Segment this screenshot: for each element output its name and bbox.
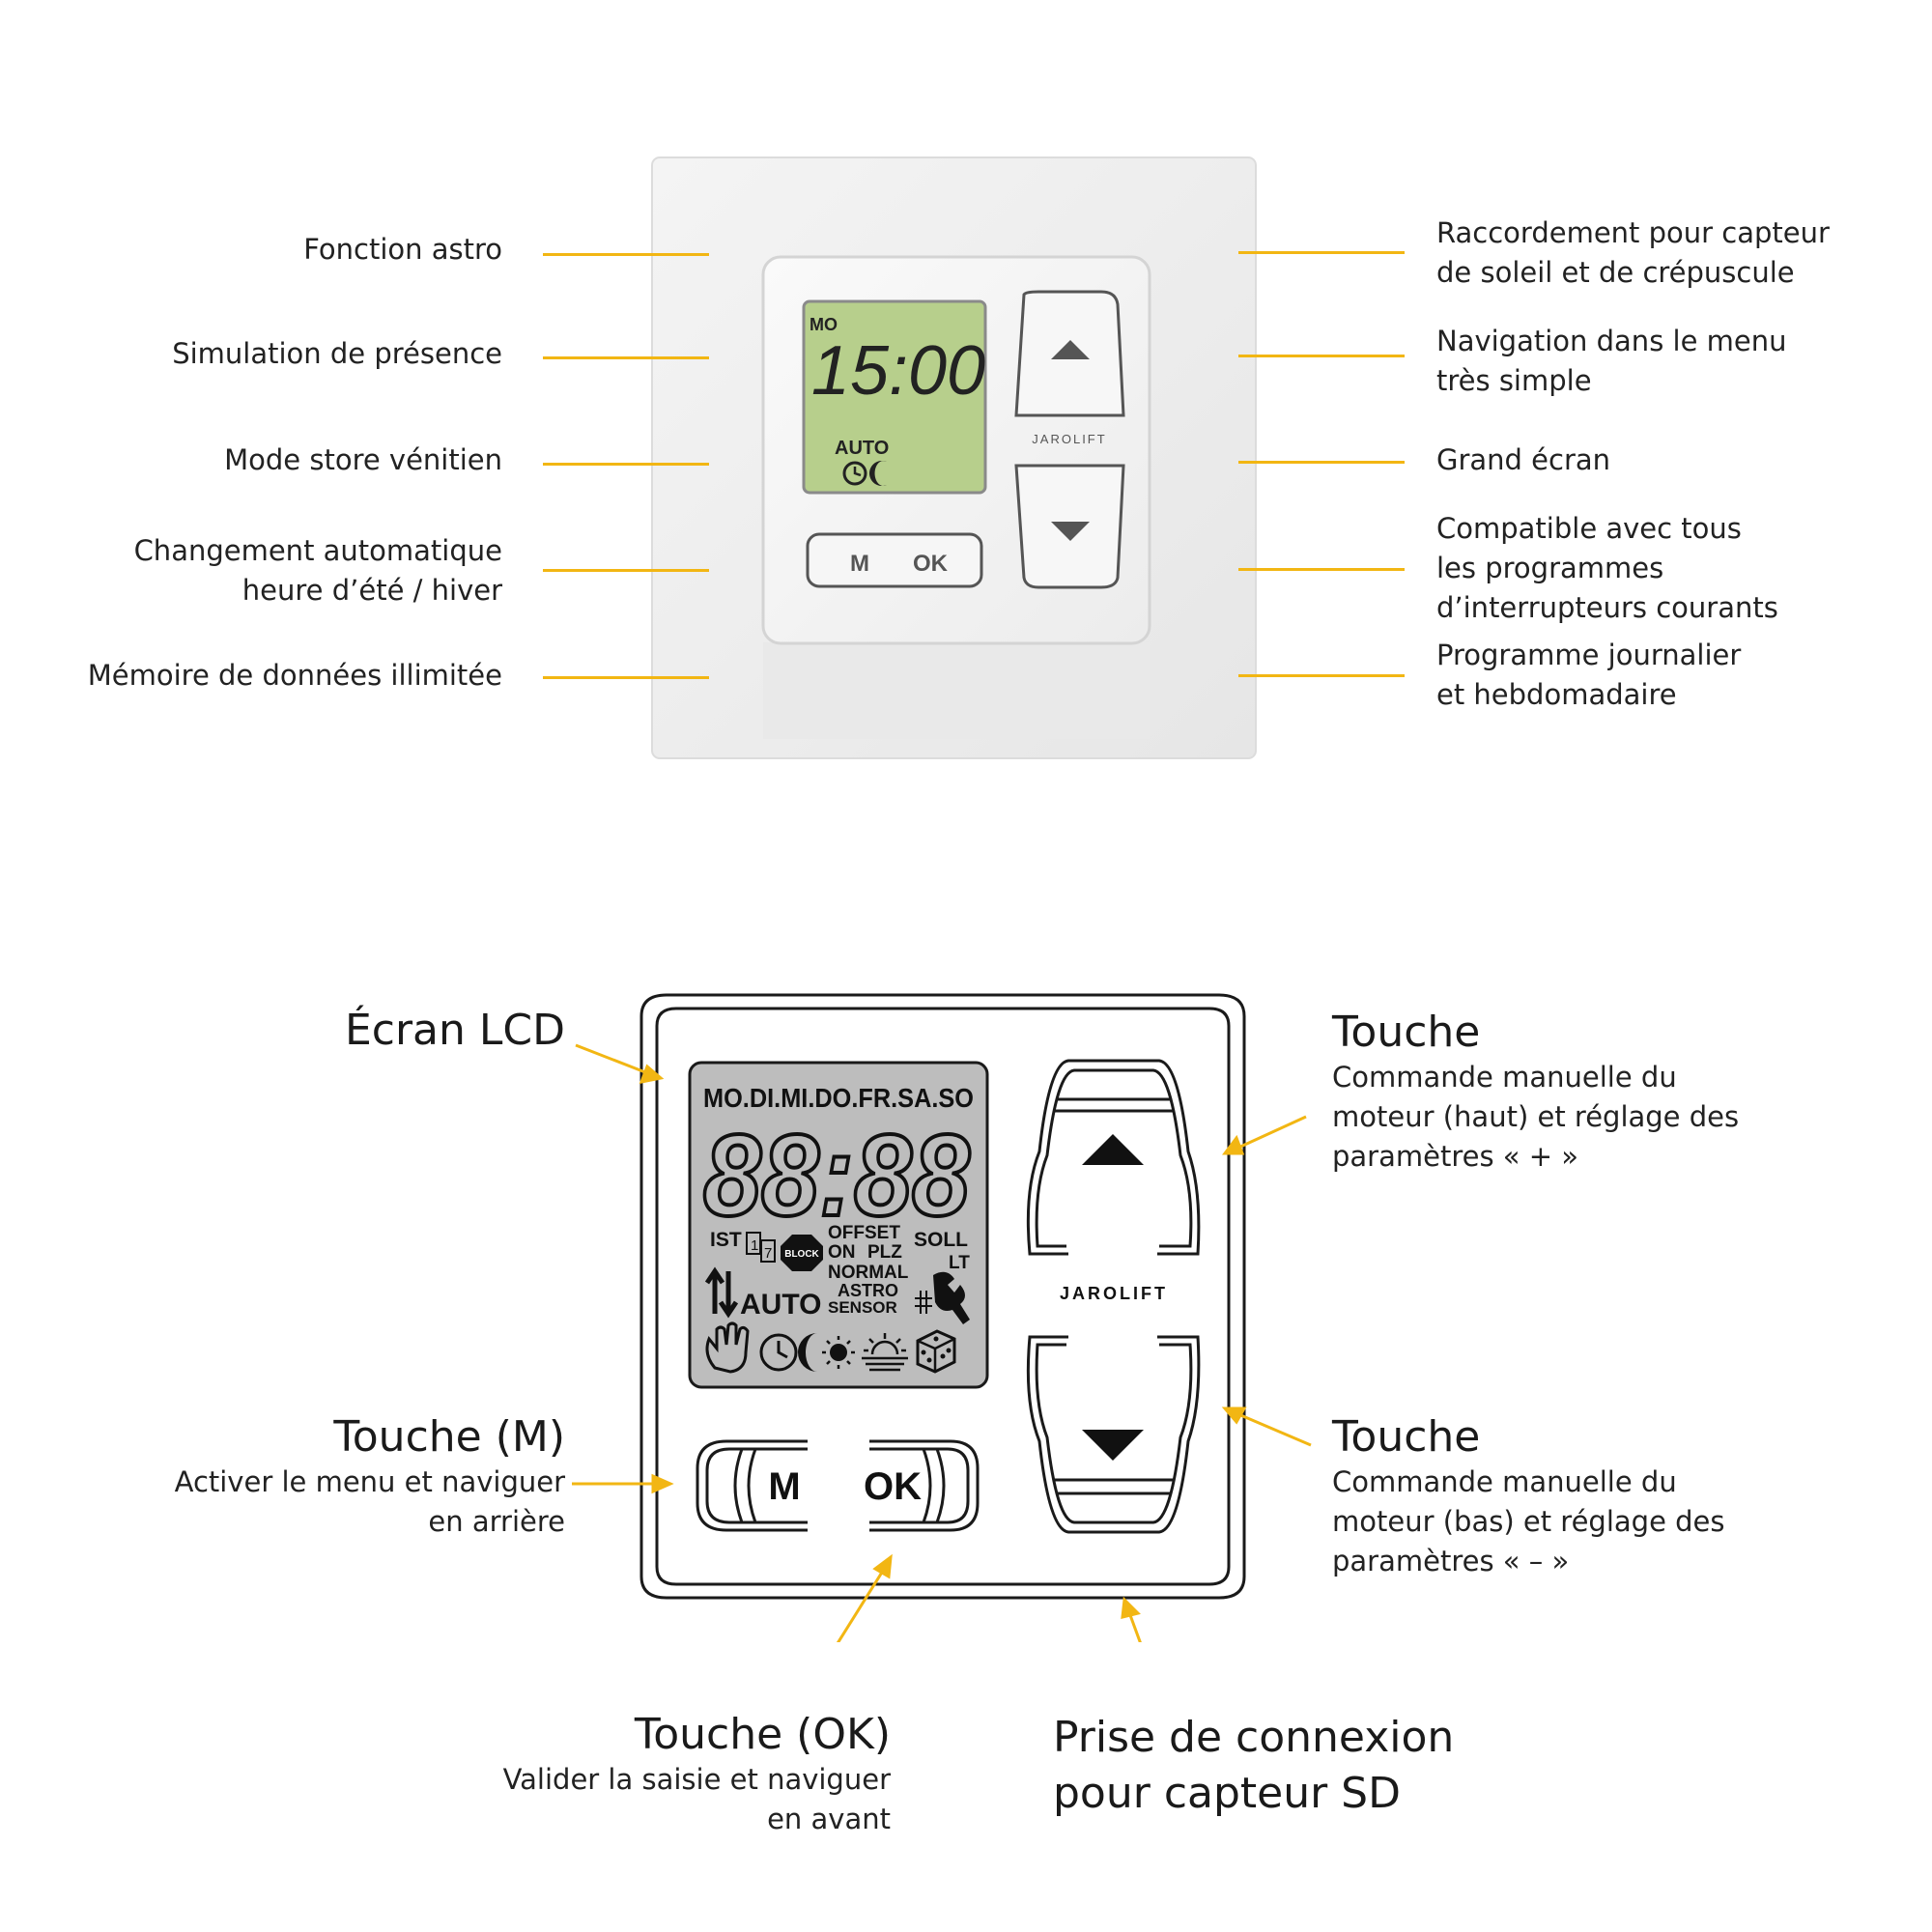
callout-arrows bbox=[572, 1043, 1312, 1642]
diagram-ok-button[interactable]: OK bbox=[864, 1439, 980, 1532]
moon-sun-icon bbox=[798, 1333, 855, 1372]
diagram-lcd bbox=[688, 1061, 989, 1389]
lcd-astro: ASTRO bbox=[838, 1281, 898, 1300]
callout-touche-down: Touche Commande manuelle du moteur (bas)… bbox=[1332, 1412, 1725, 1577]
diagram-m-button[interactable]: M bbox=[696, 1439, 808, 1532]
label-simulation-presence: Simulation de présence bbox=[172, 337, 502, 370]
label-raccordement-capteur: Raccordement pour capteur de soleil et d… bbox=[1436, 216, 1830, 289]
photo-lcd bbox=[802, 299, 987, 495]
diagram-up-button[interactable] bbox=[1026, 1059, 1201, 1256]
callout-touche-m-title: Touche (M) bbox=[333, 1412, 565, 1462]
leader-line bbox=[543, 463, 709, 466]
hand-icon bbox=[705, 1321, 750, 1374]
lcd-sensor: SENSOR bbox=[828, 1298, 897, 1317]
diagram-down-button[interactable] bbox=[1026, 1335, 1201, 1534]
product-photo: MO 15:00 AUTO M OK JAROLIFT bbox=[0, 0, 1932, 792]
label-fonction-astro: Fonction astro bbox=[303, 233, 502, 266]
photo-button-m[interactable]: M bbox=[850, 551, 869, 577]
lcd-block: BLOCK bbox=[784, 1249, 819, 1260]
lcd-normal: NORMAL bbox=[828, 1263, 909, 1283]
up-down-arrows-icon bbox=[704, 1266, 739, 1319]
lcd-soll: SOLL bbox=[914, 1229, 968, 1251]
leader-line bbox=[1238, 251, 1405, 254]
callout-touche-down-title: Touche bbox=[1332, 1412, 1481, 1462]
lcd-plz: PLZ bbox=[867, 1242, 902, 1263]
leader-line bbox=[1238, 355, 1405, 357]
lcd-on: ON bbox=[828, 1242, 856, 1263]
moon-icon bbox=[869, 461, 887, 487]
diagram-button-ok-label[interactable]: OK bbox=[864, 1465, 922, 1508]
device-diagram: MO.DI.MI.DO.FR.SA.SO 88:88 IST 1 7 BLOCK… bbox=[572, 993, 1312, 1642]
diagram-inner-frame bbox=[655, 1007, 1231, 1586]
diagram-brand: JAROLIFT bbox=[1060, 1284, 1168, 1303]
label-mode-store: Mode store vénitien bbox=[224, 443, 502, 476]
block-icon bbox=[781, 1235, 823, 1271]
lcd-lt: LT bbox=[949, 1253, 970, 1273]
label-memoire: Mémoire de données illimitée bbox=[87, 659, 502, 692]
arrow-up-icon bbox=[1051, 340, 1090, 359]
label-programme: Programme journalier et hebdomadaire bbox=[1436, 639, 1742, 711]
label-navigation-menu: Navigation dans le menu très simple bbox=[1436, 325, 1787, 397]
product-photo-svg: MO 15:00 AUTO M OK JAROLIFT bbox=[651, 156, 1257, 759]
label-changement-heure: Changement automatique heure d’été / hiv… bbox=[133, 534, 502, 607]
lcd-digits: 88:88 bbox=[703, 1111, 970, 1240]
lcd-offset: OFFSET bbox=[828, 1223, 900, 1243]
arrow-up-icon bbox=[1082, 1134, 1144, 1165]
callout-touche-m: Touche (M) Activer le menu et naviguer e… bbox=[174, 1412, 565, 1538]
lcd-auto: AUTO bbox=[740, 1289, 821, 1321]
callout-touche-ok: Touche (OK) Valider la saisie et navigue… bbox=[502, 1710, 891, 1835]
callout-ecran-lcd: Écran LCD bbox=[344, 1006, 565, 1055]
callout-prise-sd: Prise de connexion pour capteur SD bbox=[1053, 1713, 1455, 1818]
sunrise-icon bbox=[862, 1333, 908, 1372]
leader-line bbox=[1238, 568, 1405, 571]
photo-lcd-day: MO bbox=[810, 315, 838, 334]
photo-brand: JAROLIFT bbox=[1032, 432, 1106, 446]
arrow-down-icon bbox=[1082, 1430, 1144, 1461]
callout-touche-ok-title: Touche (OK) bbox=[634, 1710, 891, 1759]
wrench-icon bbox=[933, 1271, 970, 1324]
lcd-one: 1 bbox=[751, 1237, 758, 1254]
diagram-button-m-label[interactable]: M bbox=[768, 1465, 800, 1508]
arrow-down-icon bbox=[1051, 522, 1090, 541]
lcd-seven: 7 bbox=[764, 1245, 772, 1262]
label-grand-ecran: Grand écran bbox=[1436, 443, 1611, 476]
callout-touche-up: Touche Commande manuelle du moteur (haut… bbox=[1332, 1008, 1740, 1173]
lcd-ist: IST bbox=[710, 1229, 742, 1251]
leader-line bbox=[1238, 674, 1405, 677]
photo-m-ok-bar[interactable] bbox=[806, 532, 983, 588]
leader-line bbox=[543, 676, 709, 679]
hash-icon bbox=[915, 1291, 932, 1314]
clock-icon bbox=[759, 1333, 798, 1372]
dice-icon bbox=[916, 1329, 956, 1374]
leader-line bbox=[543, 356, 709, 359]
leader-line bbox=[543, 569, 709, 572]
photo-lcd-mode: AUTO bbox=[835, 438, 889, 459]
calendar-7-icon bbox=[760, 1239, 776, 1263]
leader-line bbox=[1238, 461, 1405, 464]
clock-icon bbox=[842, 461, 867, 486]
callout-touche-up-title: Touche bbox=[1332, 1008, 1481, 1057]
plate-recess bbox=[763, 642, 1150, 739]
lcd-days: MO.DI.MI.DO.FR.SA.SO bbox=[703, 1083, 974, 1113]
photo-lcd-time: 15:00 bbox=[811, 332, 985, 410]
label-compatible: Compatible avec tous les programmes d’in… bbox=[1436, 512, 1778, 624]
photo-button-ok[interactable]: OK bbox=[913, 551, 949, 577]
leader-line bbox=[543, 253, 709, 256]
